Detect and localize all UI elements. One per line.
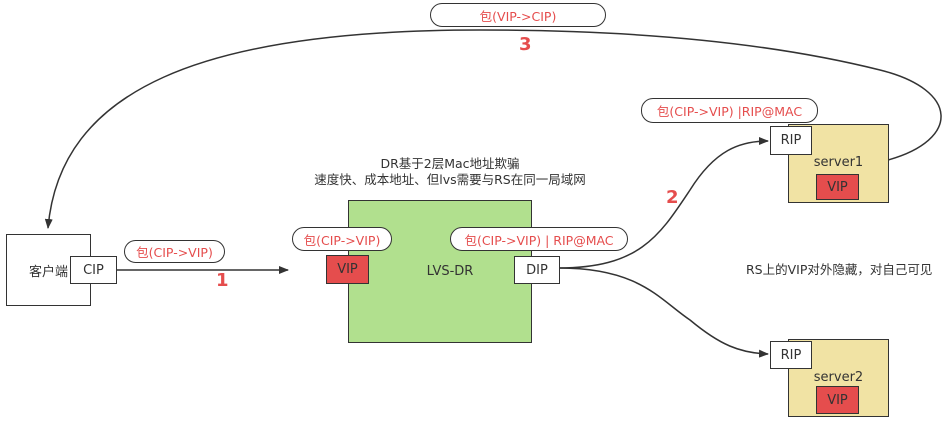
lvs-dr-label: LVS-DR — [426, 264, 474, 279]
lvs-note-line2: 速度快、成本地址、但lvs需要与RS在同一局域网 — [314, 172, 586, 187]
client-label: 客户端 — [29, 264, 69, 280]
server2-vip: VIP — [816, 386, 859, 414]
edge-dip-to-server2 — [558, 267, 769, 358]
step-3-label: 3 — [519, 34, 532, 55]
edge-server1-to-client — [44, 29, 942, 229]
server2-rip-port: RIP — [770, 341, 812, 369]
edge-dip-to-server1 — [558, 137, 769, 269]
lvs-dip-port: DIP — [514, 256, 560, 284]
packet-label-lvs-out: 包(CIP->VIP) | RIP@MAC — [450, 227, 628, 251]
server1-rip-port: RIP — [770, 126, 812, 155]
server1-label: server1 — [813, 155, 864, 170]
lvs-vip-port: VIP — [326, 255, 369, 284]
lvs-dr-node: LVS-DR — [348, 200, 532, 343]
lvs-note-line1: DR基于2层Mac地址欺骗 — [380, 156, 520, 171]
packet-label-server1-in: 包(CIP->VIP) |RIP@MAC — [641, 98, 818, 123]
rs-vip-note: RS上的VIP对外隐藏，对自己可见 — [746, 262, 933, 277]
client-cip-port: CIP — [70, 256, 117, 284]
packet-label-lvs-in: 包(CIP->VIP) — [292, 227, 392, 251]
server1-vip: VIP — [816, 174, 859, 200]
cip-label: CIP — [83, 262, 104, 278]
lvs-note: DR基于2层Mac地址欺骗 速度快、成本地址、但lvs需要与RS在同一局域网 — [300, 156, 600, 188]
server2-label: server2 — [813, 370, 864, 385]
packet-label-client-to-lvs: 包(CIP->VIP) — [124, 240, 225, 263]
packet-label-server-to-client: 包(VIP->CIP) — [430, 3, 606, 27]
step-2-label: 2 — [666, 187, 679, 208]
step-1-label: 1 — [216, 270, 229, 291]
